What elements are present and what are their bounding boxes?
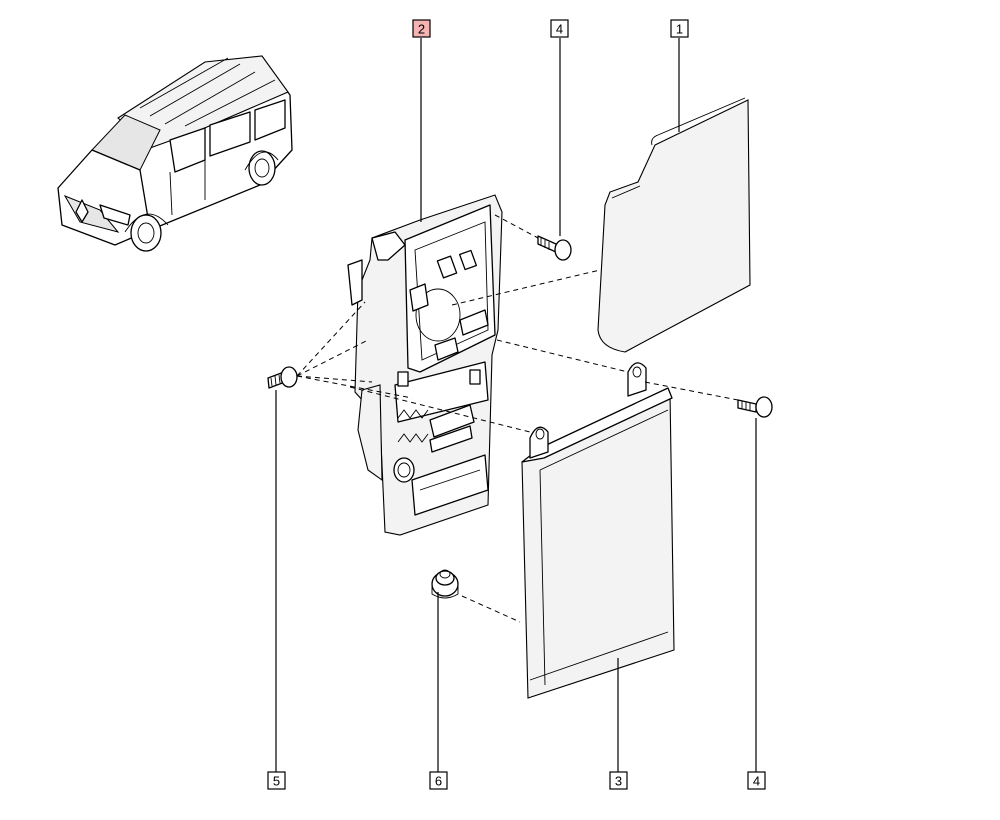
- callout-3-bottom: 3: [609, 771, 628, 790]
- part-1-upper-cover: [597, 97, 751, 353]
- callout-2-top: 2: [412, 19, 431, 38]
- callout-1-top: 1: [670, 19, 689, 38]
- part-6-clip: [431, 569, 459, 599]
- callout-label: 2: [418, 22, 425, 37]
- part-2-base-plate: [347, 194, 503, 536]
- part-4-screw-upper: [537, 235, 572, 261]
- callout-4-top: 4: [550, 19, 569, 38]
- part-3-lower-lid: [521, 362, 675, 699]
- callout-label: 4: [753, 774, 760, 789]
- leader-lines: [275, 38, 757, 772]
- callout-5-bottom: 5: [267, 771, 286, 790]
- part-5-screw: [267, 366, 298, 389]
- callout-label: 1: [676, 22, 683, 37]
- part-4-screw-lower: [737, 396, 773, 418]
- callout-label: 6: [435, 774, 442, 789]
- callout-4-bottom: 4: [747, 771, 766, 790]
- callout-label: 5: [273, 774, 280, 789]
- van-illustration: [57, 55, 293, 252]
- callout-label: 4: [556, 22, 563, 37]
- callout-6-bottom: 6: [429, 771, 448, 790]
- assembly-lines: [296, 214, 739, 623]
- callout-label: 3: [615, 774, 622, 789]
